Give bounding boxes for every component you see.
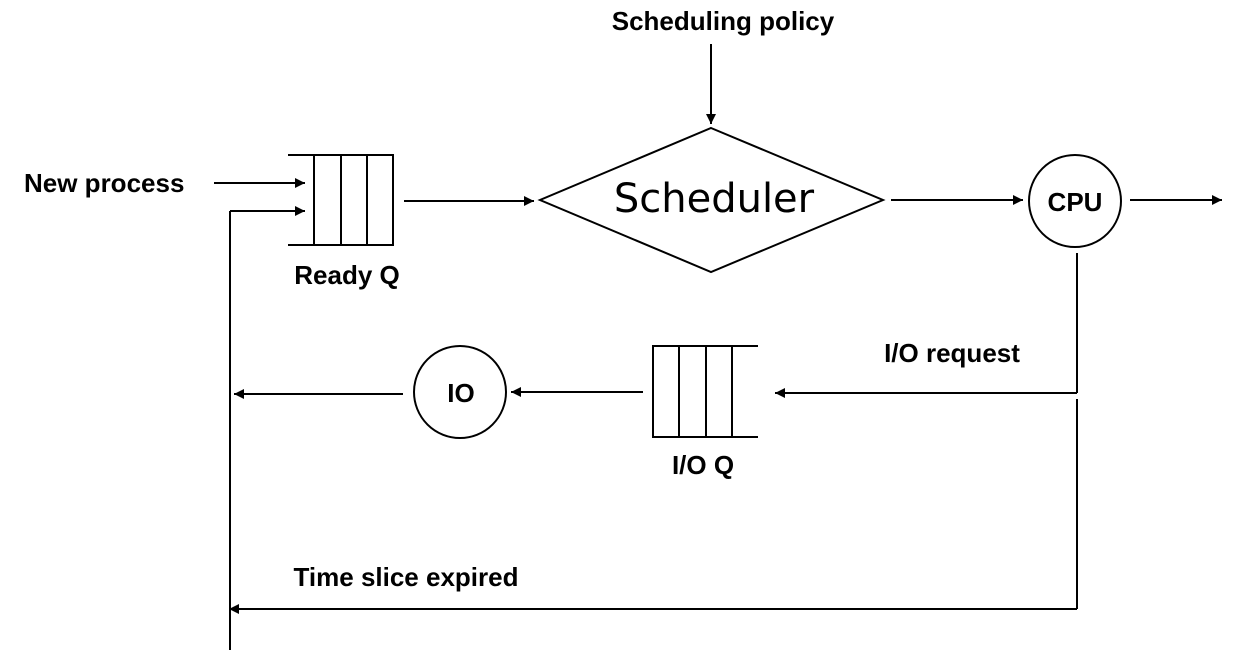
new-process-label: New process [24, 168, 184, 198]
io-label: IO [447, 378, 474, 408]
ready-queue-label: Ready Q [294, 260, 400, 290]
ready-queue [288, 154, 394, 246]
cpu-label: CPU [1048, 187, 1103, 217]
io-queue [652, 345, 758, 438]
io-request-label: I/O request [884, 338, 1020, 368]
scheduler-label: Scheduler [614, 176, 815, 222]
cpu-node [1028, 154, 1122, 248]
scheduling-policy-label: Scheduling policy [612, 6, 835, 36]
time-slice-expired-label: Time slice expired [294, 562, 519, 592]
scheduler-node [537, 126, 886, 274]
io-node [413, 345, 507, 439]
io-queue-label: I/O Q [672, 450, 734, 480]
